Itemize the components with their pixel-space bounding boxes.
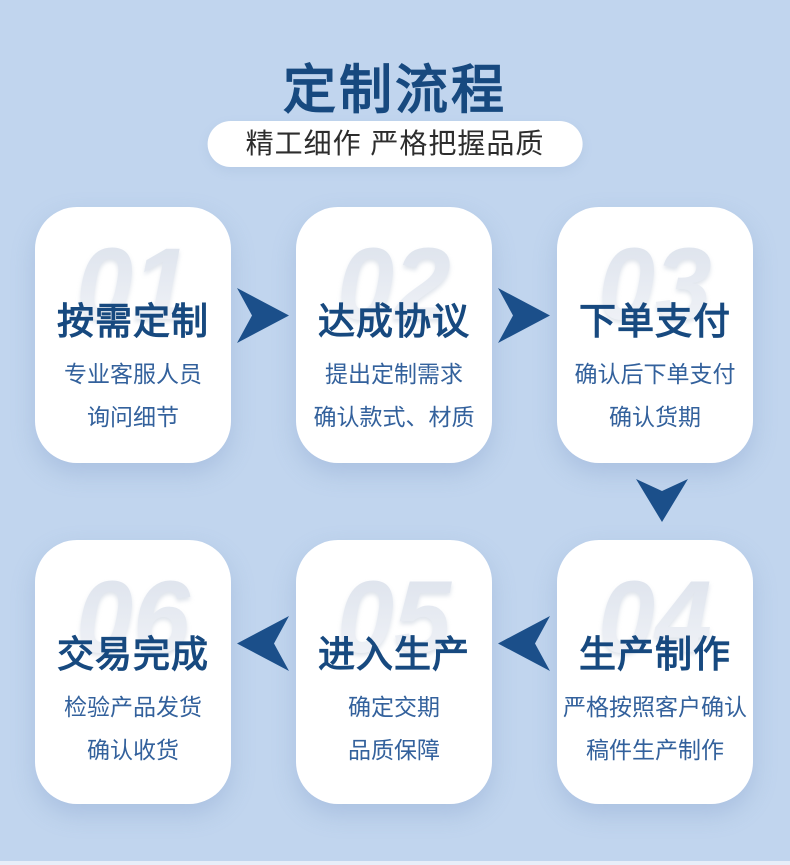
step-desc-line: 品质保障: [348, 737, 440, 763]
arrow-right-icon: [237, 288, 289, 343]
step-number: 03: [557, 233, 753, 335]
step-desc-line: 确定交期: [348, 694, 440, 720]
step-desc: 确认后下单支付 确认货期: [557, 353, 753, 439]
step-title: 交易完成: [57, 634, 209, 675]
step-card-01: 01 按需定制 专业客服人员 询问细节: [35, 207, 231, 463]
step-desc-line: 确认后下单支付: [574, 361, 736, 387]
bottom-strip: [0, 861, 790, 865]
step-desc: 严格按照客户确认 稿件生产制作: [557, 686, 753, 772]
step-title: 达成协议: [318, 301, 470, 342]
step-number: 01: [35, 233, 231, 335]
step-desc: 专业客服人员 询问细节: [35, 353, 231, 439]
step-desc-line: 检验产品发货: [64, 694, 202, 720]
step-number: 06: [35, 566, 231, 668]
step-title: 下单支付: [579, 301, 731, 342]
step-desc-line: 确认收货: [87, 737, 179, 763]
step-card-06: 06 交易完成 检验产品发货 确认收货: [35, 540, 231, 804]
arrow-right-icon: [498, 288, 550, 343]
step-desc: 提出定制需求 确认款式、材质: [296, 353, 492, 439]
step-card-03: 03 下单支付 确认后下单支付 确认货期: [557, 207, 753, 463]
step-desc-line: 询问细节: [87, 404, 179, 430]
step-number: 04: [557, 566, 753, 668]
step-desc-line: 严格按照客户确认: [563, 694, 747, 720]
step-title: 按需定制: [57, 301, 209, 342]
step-number: 05: [296, 566, 492, 668]
step-desc: 检验产品发货 确认收货: [35, 686, 231, 772]
step-card-05: 05 进入生产 确定交期 品质保障: [296, 540, 492, 804]
arrow-left-icon: [498, 616, 550, 671]
step-desc-line: 提出定制需求: [325, 361, 463, 387]
step-desc: 确定交期 品质保障: [296, 686, 492, 772]
step-card-04: 04 生产制作 严格按照客户确认 稿件生产制作: [557, 540, 753, 804]
step-number: 02: [296, 233, 492, 335]
arrow-down-icon: [636, 479, 688, 522]
step-desc-line: 专业客服人员: [64, 361, 202, 387]
step-title: 进入生产: [318, 634, 470, 675]
subtitle-pill: 精工细作 严格把握品质: [207, 121, 583, 167]
step-card-02: 02 达成协议 提出定制需求 确认款式、材质: [296, 207, 492, 463]
arrow-left-icon: [237, 616, 289, 671]
step-desc-line: 确认货期: [609, 404, 701, 430]
step-desc-line: 稿件生产制作: [586, 737, 724, 763]
page-title: 定制流程: [283, 61, 507, 120]
step-desc-line: 确认款式、材质: [313, 404, 475, 430]
step-title: 生产制作: [579, 634, 731, 675]
